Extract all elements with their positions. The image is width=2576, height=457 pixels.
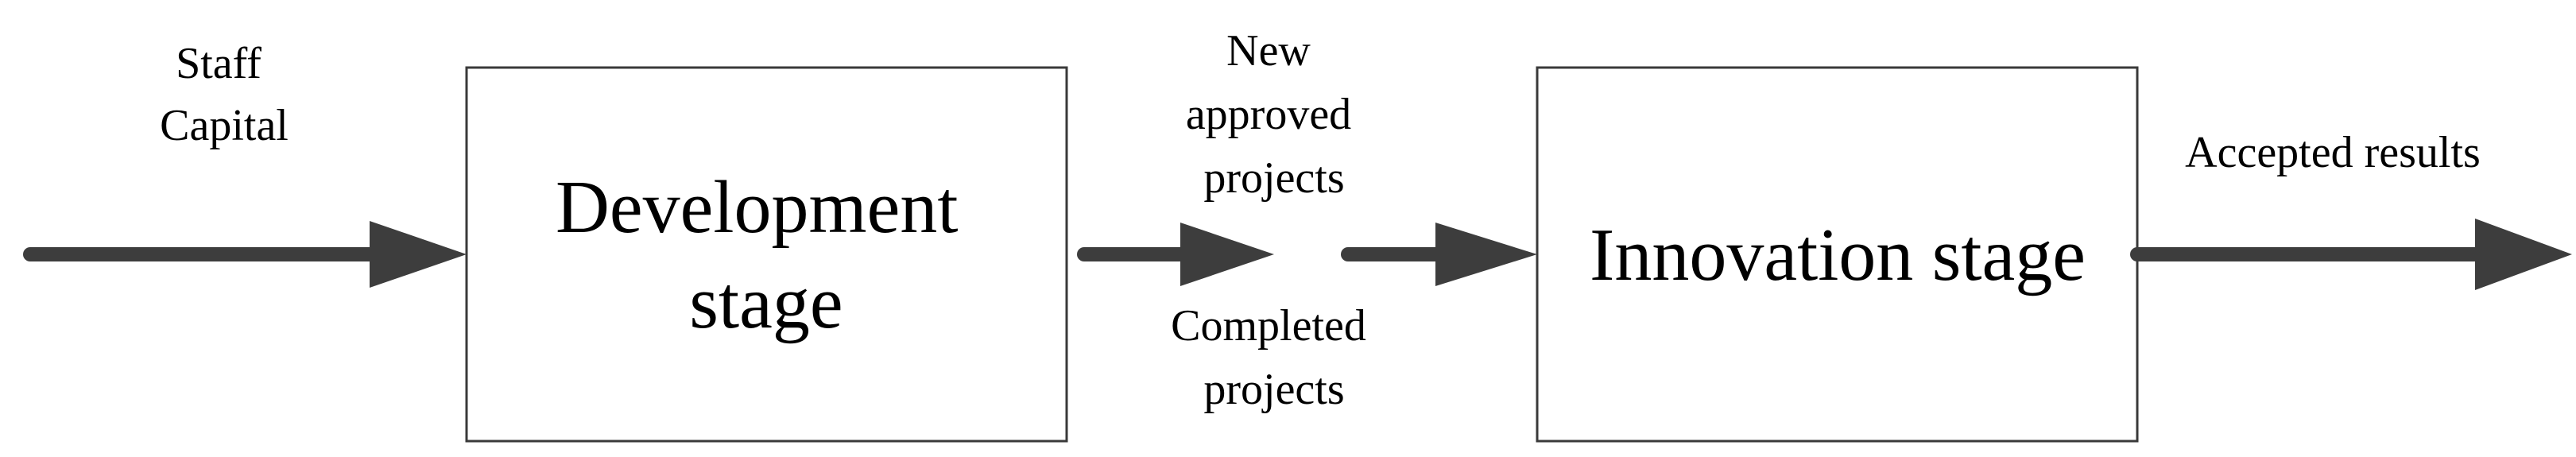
accepted-results-label: Accepted results xyxy=(2185,128,2481,177)
output-arrow-head xyxy=(2475,219,2572,290)
new-approved-projects-label: New approved projects xyxy=(1186,26,1362,203)
input-arrow-head xyxy=(370,221,467,288)
innovation-stage-box: Innovation stage xyxy=(1536,66,2139,443)
output-arrow xyxy=(2130,219,2572,290)
new-approved-line2: approved xyxy=(1186,90,1351,139)
input-label: Staff Capital xyxy=(160,39,289,150)
input-label-line1: Staff xyxy=(176,39,261,88)
development-stage-rect xyxy=(465,66,1068,443)
middle-arrow-left-head xyxy=(1180,223,1274,286)
middle-arrow-right xyxy=(1341,223,1537,286)
input-label-line2: Capital xyxy=(160,101,289,150)
development-stage-line2: stage xyxy=(689,261,843,344)
completed-projects-line1: Completed xyxy=(1171,301,1366,350)
new-approved-line3: projects xyxy=(1203,153,1344,203)
completed-projects-line2: projects xyxy=(1203,365,1344,414)
input-arrow xyxy=(23,221,467,288)
completed-projects-label: Completed projects xyxy=(1171,301,1377,414)
innovation-stage-label: Innovation stage xyxy=(1590,214,2086,296)
development-stage-box: Development stage xyxy=(465,66,1068,443)
middle-arrow-right-head xyxy=(1435,223,1537,286)
development-stage-line1: Development xyxy=(556,166,958,249)
development-stage-label: Development stage xyxy=(556,166,977,344)
middle-arrow-left xyxy=(1077,223,1274,286)
new-approved-line1: New xyxy=(1226,26,1311,76)
